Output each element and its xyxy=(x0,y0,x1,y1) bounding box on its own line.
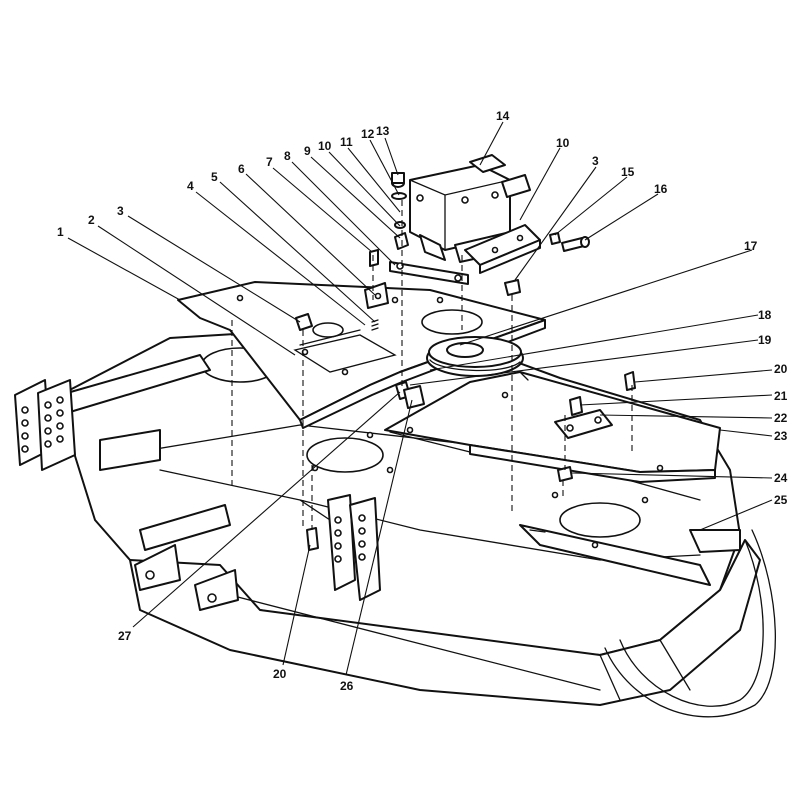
callout-22: 22 xyxy=(774,411,788,425)
callout-14: 14 xyxy=(496,109,510,123)
callout-25: 25 xyxy=(774,493,788,507)
alignment-lines xyxy=(231,200,633,530)
callout-21: 21 xyxy=(774,389,788,403)
callout-10: 10 xyxy=(318,139,332,153)
callout-9: 9 xyxy=(304,144,311,158)
hardware xyxy=(295,172,636,551)
callout-6: 6 xyxy=(238,162,245,176)
callout-3b: 3 xyxy=(592,154,599,168)
callout-20: 20 xyxy=(774,362,788,376)
callout-23: 23 xyxy=(774,429,788,443)
callout-17: 17 xyxy=(744,239,758,253)
callout-3: 3 xyxy=(117,204,124,218)
callout-2: 2 xyxy=(88,213,95,227)
callout-16: 16 xyxy=(654,182,668,196)
callout-8: 8 xyxy=(284,149,291,163)
right-belt-shield-plate xyxy=(384,371,721,483)
callout-27: 27 xyxy=(118,629,132,643)
callout-5: 5 xyxy=(211,170,218,184)
spacer-bar xyxy=(389,261,469,285)
callout-13: 13 xyxy=(376,124,390,138)
gearbox-mount-bracket xyxy=(464,224,541,274)
callout-15: 15 xyxy=(621,165,635,179)
idler-pulley xyxy=(426,336,529,381)
callout-26: 26 xyxy=(340,679,354,693)
callout-24: 24 xyxy=(774,471,788,485)
callout-4: 4 xyxy=(187,179,194,193)
callout-11: 11 xyxy=(340,135,353,149)
callout-7: 7 xyxy=(266,155,273,169)
leader-lines xyxy=(67,121,773,676)
callout-labels: 1 2 3 4 5 6 7 8 9 10 11 12 13 14 10 3 15… xyxy=(57,109,788,693)
callout-20b: 20 xyxy=(273,667,287,681)
callout-1: 1 xyxy=(57,225,64,239)
mower-deck-housing xyxy=(14,329,776,718)
callout-19: 19 xyxy=(758,333,772,347)
callout-18: 18 xyxy=(758,308,772,322)
callout-10b: 10 xyxy=(556,136,570,150)
callout-12: 12 xyxy=(361,127,375,141)
